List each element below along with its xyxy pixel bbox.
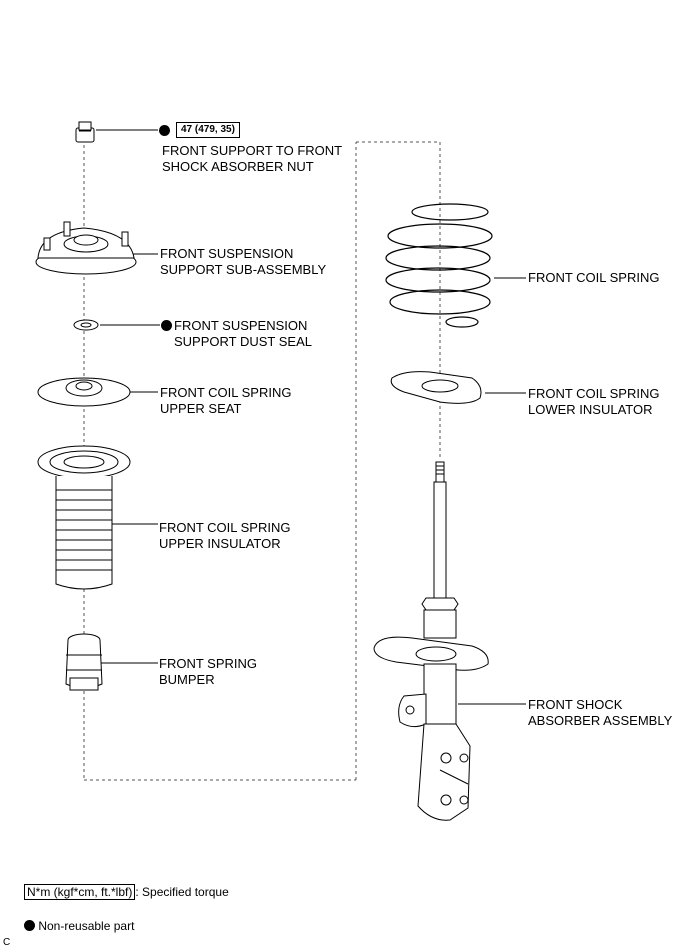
label-dust-seal-line1: FRONT SUSPENSION	[174, 318, 308, 333]
label-upper-insulator-line2: UPPER INSULATOR	[159, 536, 281, 551]
label-bumper: FRONT SPRING BUMPER	[159, 656, 257, 688]
support-sub-assembly-part	[35, 221, 137, 275]
dust-seal-part	[73, 319, 99, 331]
label-upper-insulator-line1: FRONT COIL SPRING	[159, 520, 291, 535]
upper-seat-part	[37, 377, 131, 407]
non-reusable-dot-icon	[161, 320, 172, 331]
label-bumper-line1: FRONT SPRING	[159, 656, 257, 671]
label-nut-line1: FRONT SUPPORT TO FRONT	[162, 143, 343, 158]
label-nut: FRONT SUPPORT TO FRONT SHOCK ABSORBER NU…	[162, 143, 342, 175]
label-coil-spring: FRONT COIL SPRING	[528, 270, 659, 286]
label-lower-insulator-line1: FRONT COIL SPRING	[528, 386, 660, 401]
non-reusable-dot-icon	[24, 920, 35, 931]
non-reusable-dot-icon	[159, 125, 170, 136]
label-lower-insulator-line2: LOWER INSULATOR	[528, 402, 653, 417]
legend-torque-text: : Specified torque	[135, 885, 229, 899]
label-bumper-line2: BUMPER	[159, 672, 215, 687]
label-nut-line2: SHOCK ABSORBER NUT	[162, 159, 314, 174]
leader-lines	[96, 129, 526, 705]
label-upper-seat-line2: UPPER SEAT	[160, 401, 242, 416]
upper-insulator-part	[37, 445, 131, 590]
lower-insulator-part	[390, 371, 482, 404]
legend-nonreusable: Non-reusable part	[24, 918, 134, 934]
coil-spring-part	[385, 203, 493, 328]
label-upper-seat-line1: FRONT COIL SPRING	[160, 385, 292, 400]
label-upper-insulator: FRONT COIL SPRING UPPER INSULATOR	[159, 520, 290, 552]
legend-torque: N*m (kgf*cm, ft.*lbf): Specified torque	[24, 884, 229, 900]
label-shock-line2: ABSORBER ASSEMBLY	[528, 713, 673, 728]
torque-spec-box: 47 (479, 35)	[176, 122, 240, 138]
label-support-line2: SUPPORT SUB-ASSEMBLY	[160, 262, 327, 277]
corner-code: C	[3, 937, 11, 948]
label-support-line1: FRONT SUSPENSION	[160, 246, 294, 261]
alignment-dashed-lines	[83, 141, 441, 781]
label-support: FRONT SUSPENSION SUPPORT SUB-ASSEMBLY	[160, 246, 326, 278]
label-dust-seal-line2: SUPPORT DUST SEAL	[174, 334, 312, 349]
label-lower-insulator: FRONT COIL SPRING LOWER INSULATOR	[528, 386, 659, 418]
label-shock-line1: FRONT SHOCK	[528, 697, 623, 712]
legend-nonreusable-text: Non-reusable part	[38, 919, 135, 933]
label-coil-spring-line1: FRONT COIL SPRING	[528, 270, 660, 285]
shock-absorber-part	[373, 461, 489, 821]
nut-part	[75, 121, 95, 143]
torque-spec-value: 47 (479, 35)	[181, 124, 235, 135]
label-upper-seat: FRONT COIL SPRING UPPER SEAT	[160, 385, 291, 417]
bumper-part	[65, 633, 103, 691]
legend-torque-unit: N*m (kgf*cm, ft.*lbf)	[24, 884, 136, 900]
label-shock: FRONT SHOCK ABSORBER ASSEMBLY	[528, 697, 672, 729]
label-dust-seal: FRONT SUSPENSION SUPPORT DUST SEAL	[174, 318, 312, 350]
